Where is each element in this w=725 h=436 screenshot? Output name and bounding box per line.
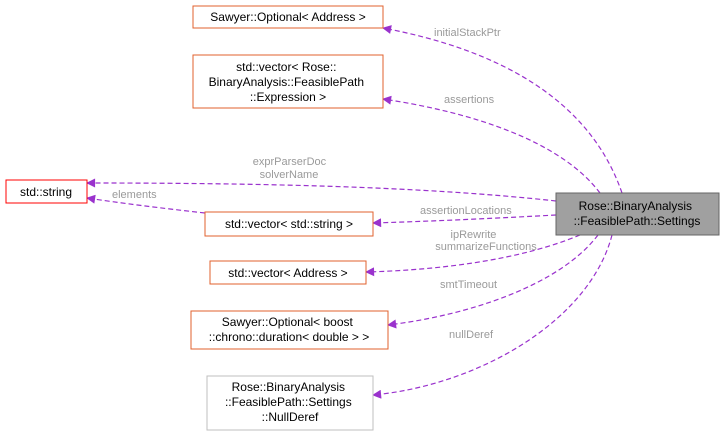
node-box <box>206 375 374 431</box>
edge-elements: elements <box>86 189 206 214</box>
node-label: Rose::BinaryAnalysis ::FeasiblePath::Set… <box>225 380 355 424</box>
node-box <box>204 211 374 237</box>
edge-label: smtTimeout <box>440 279 497 291</box>
edge-line <box>86 178 557 202</box>
edge-initial-stack-ptr: initialStackPtr <box>382 25 623 194</box>
node-box <box>192 54 384 109</box>
node-box <box>192 5 384 29</box>
edge-line <box>382 95 601 194</box>
edge-ip-rewrite: ipRewrite summarizeFunctions <box>365 229 581 277</box>
edge-line <box>86 194 206 214</box>
edge-label: assertionLocations <box>420 205 512 217</box>
edge-label: elements <box>112 189 157 201</box>
edge-assertions: assertions <box>382 94 601 194</box>
edge-line <box>365 234 581 277</box>
node-label: std::string <box>20 185 72 199</box>
edge-line <box>382 25 623 194</box>
node-vector-string[interactable]: std::vector< std::string > <box>204 211 374 237</box>
edge-line <box>387 234 599 329</box>
edge-label: exprParserDoc solverName <box>253 156 329 181</box>
node-std-string[interactable]: std::string <box>5 179 88 204</box>
edge-label: nullDeref <box>449 329 494 341</box>
edge-expr-parser-doc: exprParserDoc solverName <box>86 156 557 202</box>
node-box <box>555 192 720 236</box>
node-box <box>190 310 389 350</box>
node-label: Rose::BinaryAnalysis ::FeasiblePath::Set… <box>574 199 701 228</box>
edge-label: ipRewrite summarizeFunctions <box>435 229 537 253</box>
edge-null-deref: nullDeref <box>372 234 613 399</box>
node-vector-address[interactable]: std::vector< Address > <box>209 260 367 285</box>
node-label: std::vector< Address > <box>228 266 347 280</box>
edge-line <box>372 234 613 399</box>
node-label: Sawyer::Optional< boost ::chrono::durati… <box>209 315 369 344</box>
node-box <box>209 260 367 285</box>
node-vector-expression[interactable]: std::vector< Rose:: BinaryAnalysis::Feas… <box>192 54 384 109</box>
edge-smt-timeout: smtTimeout <box>387 234 599 329</box>
node-optional-address[interactable]: Sawyer::Optional< Address > <box>192 5 384 29</box>
edge-label: assertions <box>444 94 495 106</box>
node-label: Sawyer::Optional< Address > <box>210 10 365 24</box>
edge-line <box>372 214 557 228</box>
edge-assertion-locations: assertionLocations <box>372 205 557 228</box>
node-null-deref[interactable]: Rose::BinaryAnalysis ::FeasiblePath::Set… <box>206 375 374 431</box>
node-box <box>5 179 88 204</box>
node-settings-focus[interactable]: Rose::BinaryAnalysis ::FeasiblePath::Set… <box>555 192 720 236</box>
edge-label: initialStackPtr <box>434 27 501 39</box>
node-label: std::vector< std::string > <box>225 217 353 231</box>
node-label: std::vector< Rose:: BinaryAnalysis::Feas… <box>209 60 368 104</box>
node-optional-duration[interactable]: Sawyer::Optional< boost ::chrono::durati… <box>190 310 389 350</box>
